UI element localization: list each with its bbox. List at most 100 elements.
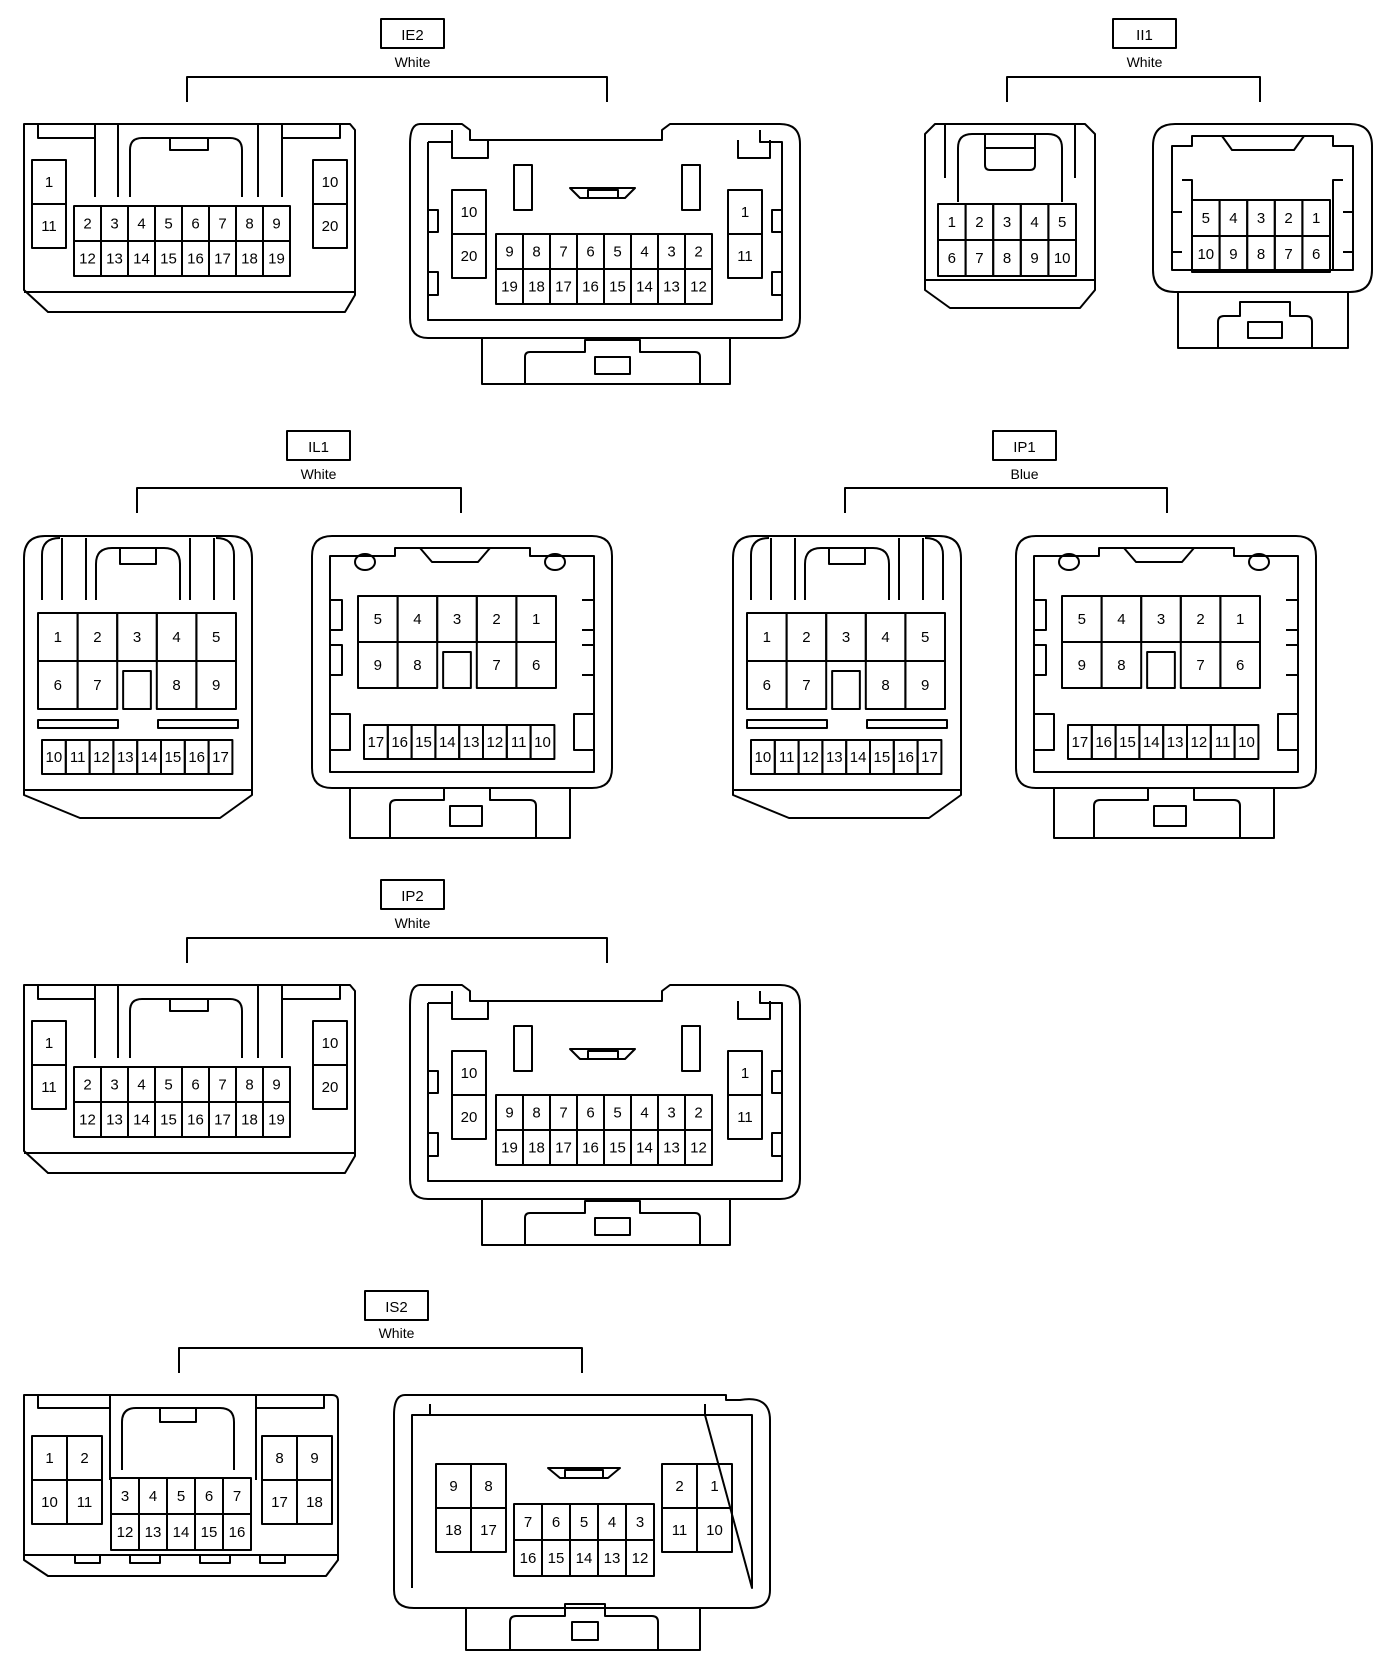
ip2-female-pin-cavity [451, 1094, 487, 1140]
ip1-male-pin-number: 10 [755, 749, 772, 766]
ip1-female-key-slot [1146, 651, 1176, 689]
ip2-female-pin-number: 3 [667, 1105, 675, 1122]
is2-female-pin-number: 12 [632, 1550, 649, 1567]
ii1-male-housing [924, 123, 1096, 309]
ie2-male-pin-number: 19 [268, 251, 285, 268]
ip1-male-pin-number: 16 [897, 749, 914, 766]
il1-male-pin-cavity [76, 660, 119, 710]
ii1-male-pin-cavity [1047, 239, 1078, 277]
il1-male-pin-number: 5 [212, 629, 220, 646]
ie2-male-pin-number: 16 [187, 251, 204, 268]
ie2-female-pin-number: 12 [690, 279, 707, 296]
ie2-male-pin-number: 13 [106, 251, 123, 268]
il1-female-pin-number: 1 [532, 611, 540, 628]
is2-male-pin-number: 4 [149, 1488, 157, 1505]
ip2-female-pin-number: 6 [586, 1105, 594, 1122]
ii1-male-pin-number: 4 [1030, 214, 1038, 231]
ie2-male-pin-number: 9 [272, 216, 280, 233]
ip1-male-pin-number: 17 [921, 749, 938, 766]
il1-female-pin-number: 15 [415, 734, 432, 751]
ip2-female-pin-number: 16 [582, 1140, 599, 1157]
ip1-female-pin-number: 3 [1157, 611, 1165, 628]
ip1-female-pin-number: 2 [1196, 611, 1204, 628]
ie2-name-box [380, 18, 445, 49]
il1-female-pin-number: 13 [463, 734, 480, 751]
ip2-male-housing [23, 984, 356, 1174]
ip2-male-pin-number: 19 [268, 1112, 285, 1129]
ii1-female-pin-number: 6 [1312, 246, 1320, 263]
is2-female-pin-number: 16 [520, 1550, 537, 1567]
ip2-name-box [380, 879, 445, 910]
il1-female-pin-number: 5 [374, 611, 382, 628]
ip1-female-pin-number: 9 [1078, 657, 1086, 674]
il1-male-pin-number: 4 [172, 629, 180, 646]
il1-male-pin-number: 12 [93, 749, 110, 766]
ie2-female-pin-number: 11 [737, 248, 753, 265]
il1-male-pin-number: 15 [165, 749, 182, 766]
is2-male-pin-number: 1 [45, 1450, 53, 1467]
ip2-female-pin-number: 1 [741, 1065, 749, 1082]
is2-female-pin-number: 9 [449, 1478, 457, 1495]
il1-male-pin-number: 14 [141, 749, 158, 766]
ip2-female-pin-number: 14 [636, 1140, 653, 1157]
il1-male-pin-number: 17 [212, 749, 229, 766]
is2-color: White [379, 1325, 415, 1341]
is2-male-pin-number: 3 [121, 1488, 129, 1505]
is2-male-pin-number: 18 [306, 1494, 323, 1511]
ip2-male-pin-number: 6 [191, 1077, 199, 1094]
is2-female-pin-number: 18 [445, 1522, 462, 1539]
ip1-female-pin-number: 1 [1236, 611, 1244, 628]
il1-male-pin-number: 1 [54, 629, 62, 646]
ip2-female-pin-cavity [684, 1129, 713, 1166]
ip1-male-pin-number: 1 [763, 629, 771, 646]
is2-female-housing [393, 1394, 771, 1651]
il1-male-pin-number: 11 [70, 749, 86, 766]
ie2-male-pin-number: 20 [322, 218, 339, 235]
ip1-female-pin-number: 14 [1143, 734, 1160, 751]
il1-male-pin-number: 6 [54, 677, 62, 694]
il1-male-pin-number: 7 [93, 677, 101, 694]
il1-color: White [301, 466, 337, 482]
is2-male-pin-number: 15 [201, 1524, 218, 1541]
il1-female-pin-number: 16 [391, 734, 408, 751]
ie2-female-pin-number: 14 [636, 279, 653, 296]
is2-bracket [178, 1347, 583, 1373]
ip1-name-box [992, 430, 1057, 461]
is2-female-pin-number: 3 [636, 1514, 644, 1531]
ii1-female-pin-number: 7 [1284, 246, 1292, 263]
ip1-female-pin-number: 17 [1072, 734, 1089, 751]
ip2-male-pin-number: 5 [164, 1077, 172, 1094]
ie2-male-pin-number: 10 [322, 174, 339, 191]
is2-female-pin-number: 10 [706, 1522, 723, 1539]
ip1-male-pin-cavity [916, 739, 943, 775]
is2-male-pin-cavity [66, 1479, 103, 1525]
is2-male-pin-number: 7 [233, 1488, 241, 1505]
ip1-male-pin-number: 3 [842, 629, 850, 646]
ip2-female-pin-number: 4 [640, 1105, 648, 1122]
ie2-male-pin-number: 12 [79, 251, 96, 268]
is2-female-pin-number: 2 [675, 1478, 683, 1495]
ip1-female-pin-number: 10 [1238, 734, 1255, 751]
ii1-male-pin-number: 6 [948, 250, 956, 267]
ii1-name: II1 [1136, 27, 1153, 44]
ip2-female-pin-number: 19 [501, 1140, 518, 1157]
is2-male-pin-number: 14 [173, 1524, 190, 1541]
ie2-female-pin-number: 6 [586, 244, 594, 261]
il1-female-pin-cavity [515, 641, 558, 689]
ip1-male-pin-number: 12 [802, 749, 819, 766]
ip1-female-pin-number: 5 [1078, 611, 1086, 628]
ip2-female-pin-number: 11 [737, 1109, 753, 1126]
ip2-female-pin-number: 12 [690, 1140, 707, 1157]
ip1-male-pin-number: 7 [802, 677, 810, 694]
ip2-male-pin-number: 14 [133, 1112, 150, 1129]
ip1-color: Blue [1010, 466, 1038, 482]
is2-female-pin-number: 15 [548, 1550, 565, 1567]
il1-male-pin-number: 9 [212, 677, 220, 694]
ie2-male-pin-number: 1 [45, 174, 53, 191]
ii1-female-pin-number: 10 [1197, 246, 1214, 263]
